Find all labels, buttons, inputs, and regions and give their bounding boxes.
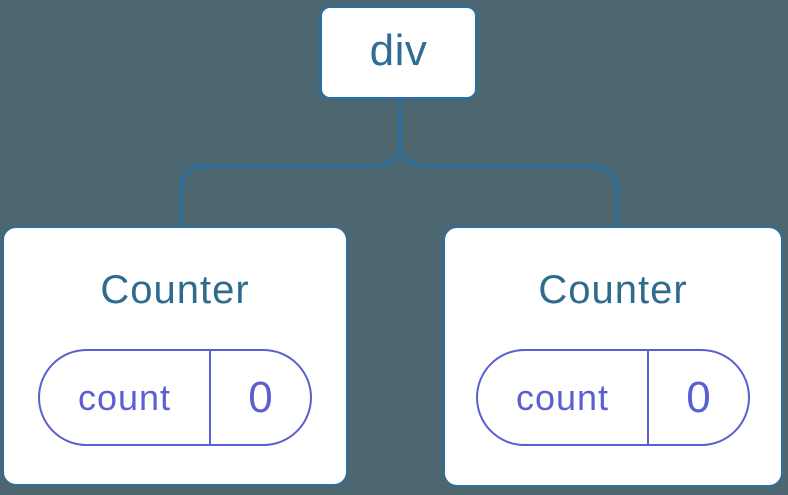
root-node-div: div	[319, 5, 478, 100]
connector-right-branch	[398, 100, 619, 227]
counter-right-state-key: count	[478, 351, 649, 444]
counter-right-title: Counter	[538, 268, 688, 312]
counter-node-left: Counter count 0	[2, 226, 348, 486]
counter-left-state-pill: count 0	[38, 349, 312, 446]
connector-left-branch	[179, 100, 402, 227]
root-node-label: div	[369, 25, 428, 75]
counter-node-right: Counter count 0	[443, 226, 783, 487]
counter-left-state-key: count	[40, 351, 211, 444]
counter-left-state-value: 0	[248, 372, 273, 422]
counter-left-title: Counter	[100, 268, 250, 312]
counter-right-state-value: 0	[686, 372, 711, 422]
counter-right-state-pill: count 0	[476, 349, 750, 446]
